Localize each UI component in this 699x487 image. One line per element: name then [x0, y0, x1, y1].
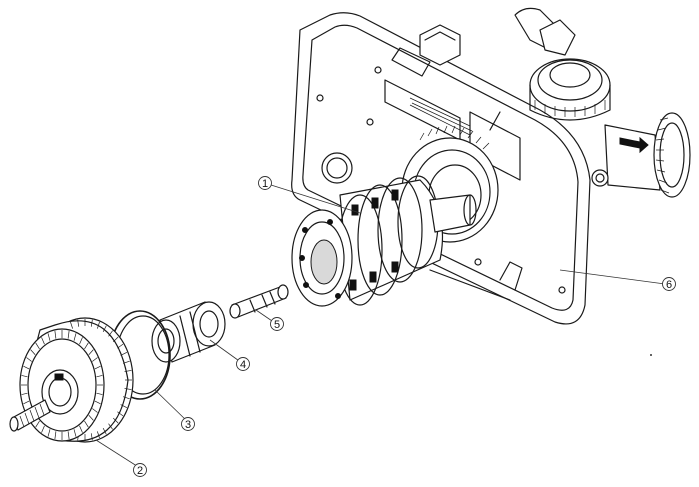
dial-tick: [92, 357, 98, 362]
dial-tick: [41, 337, 45, 345]
callout-3: 3: [181, 417, 195, 431]
callout-3-label: 3: [185, 419, 191, 431]
knurl-tick: [90, 319, 93, 327]
dial-tick: [47, 429, 51, 437]
knurl-tick: [117, 343, 124, 349]
callout-leaders: [95, 184, 666, 469]
knurl-tick: [113, 417, 119, 424]
callout-6-label: 6: [666, 279, 672, 291]
dial-tick: [84, 420, 89, 428]
knurl-tick: [117, 411, 124, 417]
stem-pin: [229, 284, 289, 319]
dial-tick: [96, 375, 103, 378]
dial-tick: [47, 333, 51, 341]
knurl-tick: [122, 396, 130, 400]
dial-end-cap: [9, 317, 134, 443]
piston-spacer-stack: [291, 175, 477, 307]
knurl-tick: [70, 321, 73, 329]
dial-tick: [30, 349, 36, 356]
dial-tick: [73, 429, 77, 437]
callout-4: 4: [236, 357, 250, 371]
dial-tick: [54, 431, 57, 440]
dial-tick: [88, 414, 94, 421]
dial-tick: [84, 342, 89, 350]
callout-4-label: 4: [240, 359, 246, 371]
dial-tick: [88, 349, 94, 356]
piston-rod-coupling: [151, 301, 226, 363]
dial-tick: [35, 342, 40, 350]
callout-2: 2: [133, 463, 147, 477]
dial-tick: [21, 375, 28, 378]
dial-tick: [54, 330, 57, 339]
dial-tick: [26, 357, 32, 362]
knurl-tick: [77, 319, 80, 327]
callout-1: 1: [258, 176, 272, 190]
knurl-tick: [108, 423, 113, 430]
knurl-tick: [97, 431, 100, 439]
dial-tick: [41, 425, 45, 433]
knurl-tick: [90, 433, 93, 441]
stray-mark: [650, 354, 652, 356]
dial-tick: [96, 392, 103, 395]
dial-tick: [23, 400, 30, 405]
knurl-tick: [124, 388, 132, 390]
knurl-tick: [113, 336, 119, 343]
callout-5: 5: [270, 317, 284, 331]
dial-tick: [67, 330, 70, 339]
callout-6: 6: [662, 277, 676, 291]
knurl-tick: [124, 370, 132, 372]
dial-tick: [67, 431, 70, 440]
knurl-tick: [102, 325, 107, 333]
dial-tick: [79, 337, 83, 345]
dial-tick: [79, 425, 83, 433]
knurl-tick: [97, 321, 100, 329]
dial-tick: [35, 420, 40, 428]
knurl-tick: [108, 330, 113, 337]
knurl-tick: [120, 404, 128, 409]
dial-tick: [92, 408, 98, 413]
callout-1-label: 1: [262, 178, 268, 190]
knurl-tick: [122, 360, 130, 364]
callout-5-label: 5: [274, 319, 280, 331]
dial-tick: [73, 333, 77, 341]
dial-tick: [21, 392, 28, 395]
dial-tick: [23, 365, 30, 370]
knurl-tick: [102, 427, 107, 435]
knurl-tick: [120, 351, 128, 356]
dial-tick: [94, 400, 101, 405]
dial-tick: [94, 365, 101, 370]
callout-2-label: 2: [137, 465, 143, 477]
